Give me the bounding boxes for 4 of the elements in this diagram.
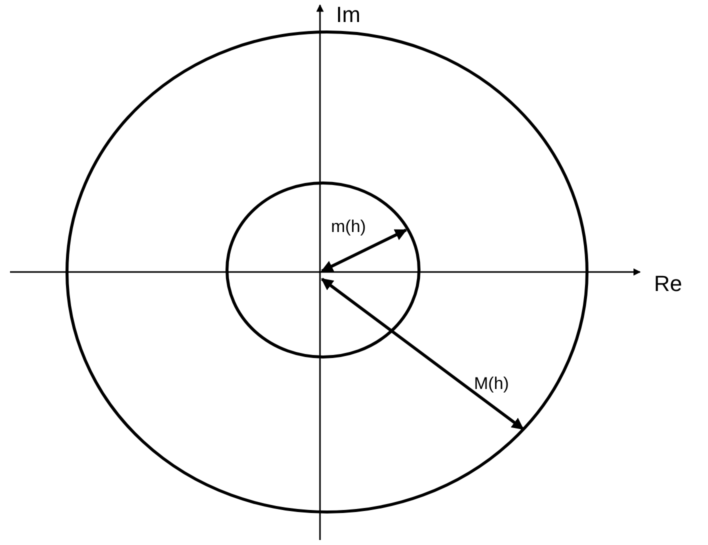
dimension-label: m(h) [331,218,366,235]
axis-label: Im [336,4,360,26]
axis-label: Re [654,273,682,295]
dimension-label: M(h) [474,375,509,392]
